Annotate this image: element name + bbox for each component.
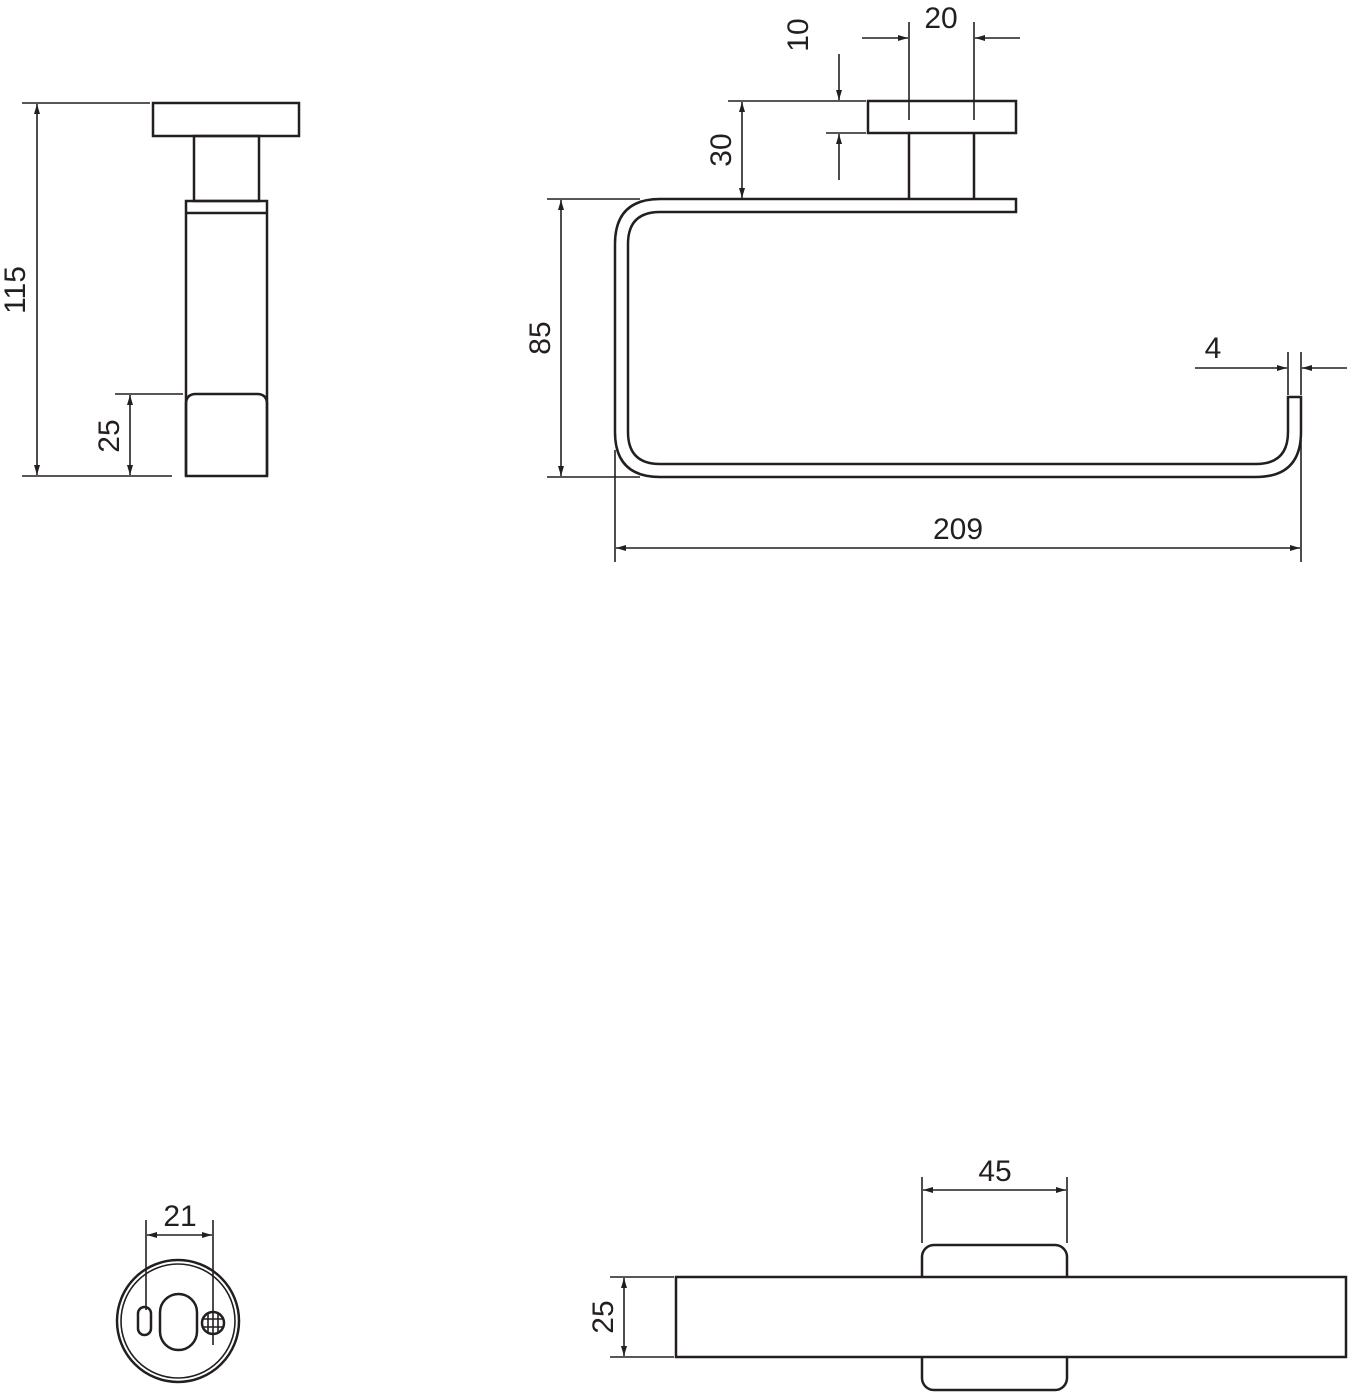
side-view: 115 25 — [0, 101, 301, 478]
dim-25-top-label: 25 — [587, 1300, 620, 1333]
dim-209-label: 209 — [933, 513, 983, 546]
base-view: 21 — [115, 1200, 241, 1384]
dim-21-label: 21 — [163, 1200, 196, 1233]
mounting-slot-center — [158, 1292, 199, 1352]
side-bar-hook — [184, 392, 269, 476]
top-bar — [674, 1275, 1348, 1359]
dim-25-side-label: 25 — [93, 419, 126, 452]
side-bar-body — [184, 199, 269, 478]
front-wall-plate — [866, 99, 1018, 135]
dim-115-label: 115 — [0, 266, 32, 314]
side-post — [192, 134, 261, 203]
mounting-slot-left — [136, 1305, 153, 1337]
dim-4-label: 4 — [1205, 332, 1222, 365]
side-wall-plate — [151, 101, 301, 138]
top-view: 45 25 — [587, 1155, 1348, 1392]
front-bar — [613, 197, 1303, 479]
base-outer-circle — [115, 1258, 241, 1384]
dim-45-label: 45 — [978, 1155, 1011, 1188]
dim-10-label: 10 — [782, 18, 815, 51]
front-view: 20 10 30 85 4 209 — [524, 2, 1347, 562]
base-inner-circle — [120, 1263, 236, 1379]
dim-20-label: 20 — [924, 2, 957, 35]
dim-85-label: 85 — [524, 321, 557, 354]
dim-30-label: 30 — [705, 133, 738, 166]
